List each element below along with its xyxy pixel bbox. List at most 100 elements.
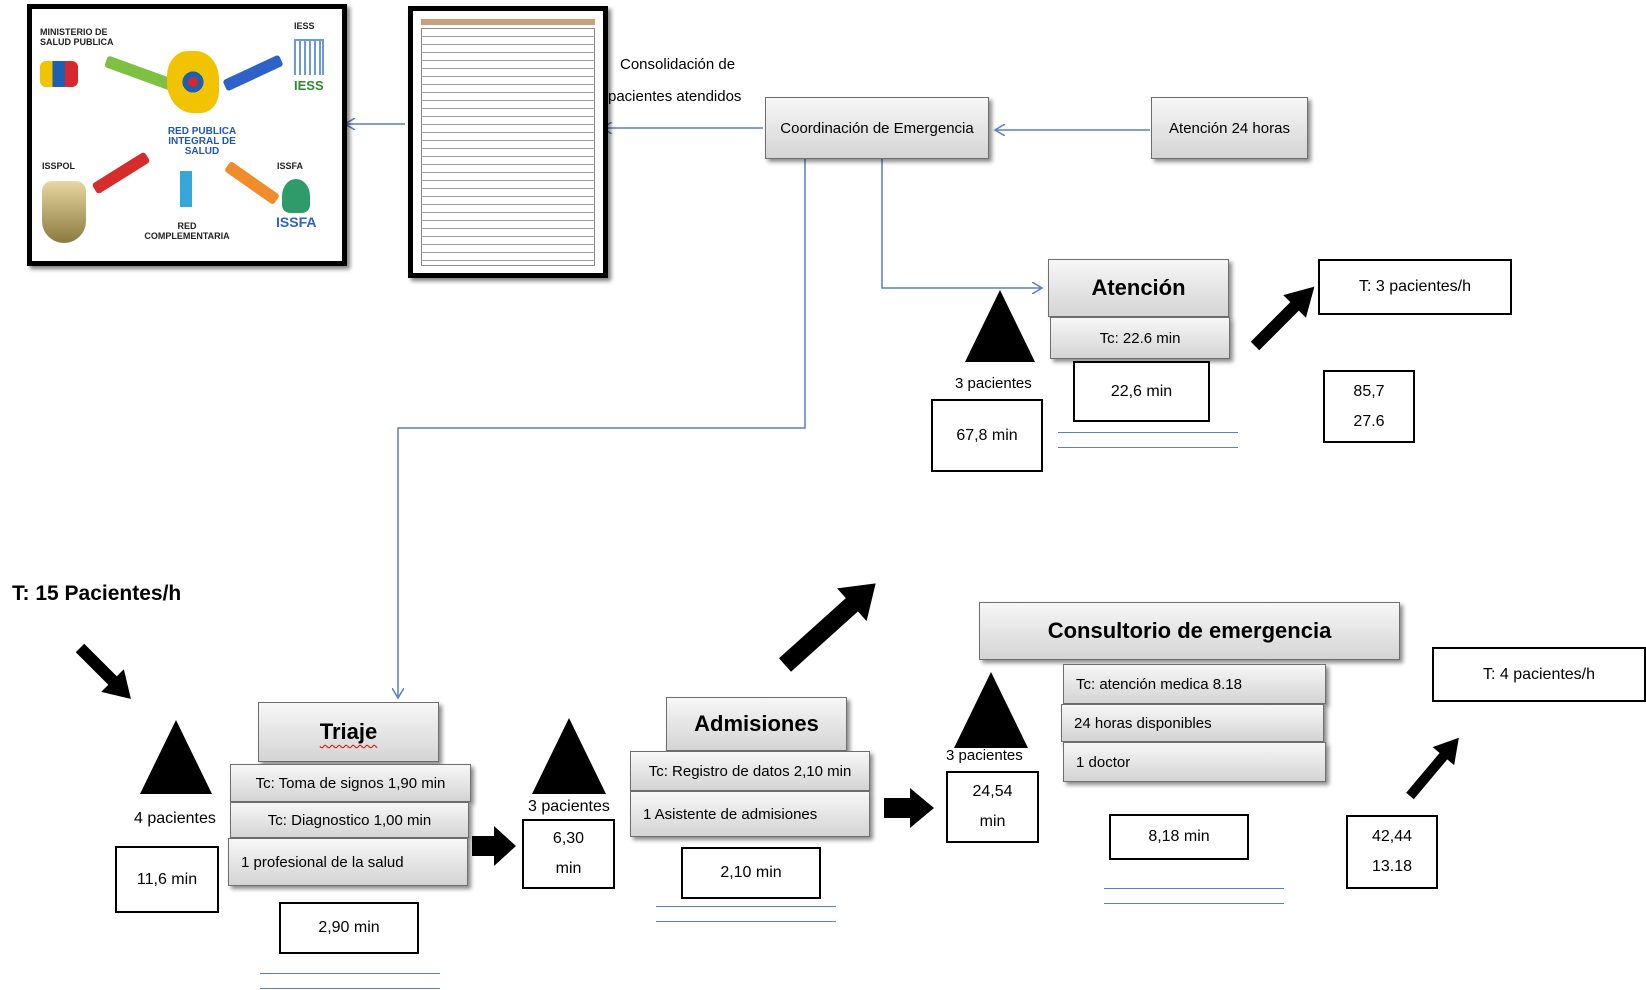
push-arrow-consultorio-out — [1406, 737, 1459, 800]
triaje-row-2: Tc: Diagnostico 1,00 min — [230, 802, 469, 838]
arrow-orange-icon — [223, 160, 281, 206]
admisiones-row-1: Tc: Registro de datos 2,10 min — [630, 751, 870, 791]
atencion-throughput-box: T: 3 pacientes/h — [1318, 259, 1512, 315]
flow-arrow-coordinacion-to-triaje — [398, 158, 806, 698]
admisiones-row-1-label: Tc: Registro de datos 2,10 min — [648, 762, 852, 780]
input-throughput-label: T: 15 Pacientes/h — [12, 582, 182, 605]
queue2-time-line1: 6,30 — [552, 830, 585, 847]
admisiones-time-box: 2,10 min — [681, 847, 821, 899]
triaje-queue-triangle — [140, 720, 212, 794]
queue2-time-line2: min — [555, 860, 582, 877]
emergency-form-image — [408, 6, 608, 278]
atencion-stats-box: 85,7 27.6 — [1323, 370, 1415, 443]
atencion-queue-triangle — [965, 290, 1035, 362]
atencion-stat-2: 27.6 — [1353, 412, 1385, 430]
consultorio-row-1-label: Tc: atención medica 8.18 — [1076, 675, 1242, 693]
consultorio-row-2: 24 horas disponibles — [1061, 704, 1324, 742]
admisiones-timeline — [656, 906, 836, 922]
issfa-label: ISSFA — [277, 161, 304, 171]
health-network-image: MINISTERIO DE SALUD PUBLICA IESS IESS RE… — [27, 4, 347, 266]
atencion-24-horas-box: Atención 24 horas — [1151, 97, 1308, 159]
atencion-title: Atención — [1091, 275, 1186, 300]
consultorio-title: Consultorio de emergencia — [1047, 618, 1332, 643]
consultorio-timeline — [1104, 888, 1284, 904]
triaje-queue-label: 4 pacientes — [134, 810, 216, 827]
push-arrow-admisiones-to-queue — [884, 788, 934, 828]
issfa-people-icon — [282, 179, 310, 213]
flow-arrow-coordinacion-to-atencion — [881, 158, 1042, 288]
admisiones-time: 2,10 min — [720, 864, 782, 881]
triaje-timeline — [260, 973, 440, 989]
queue3-label: 3 pacientes — [946, 747, 1023, 764]
atencion-timeline — [1058, 432, 1238, 448]
consultorio-throughput-box: T: 4 pacientes/h — [1432, 647, 1646, 702]
consultorio-row-1: Tc: atención medica 8.18 — [1063, 664, 1326, 704]
iess-logo-label: IESS — [294, 78, 324, 93]
queue3-time-box: 24,54 min — [946, 771, 1039, 843]
consultorio-process-title: Consultorio de emergencia — [979, 602, 1400, 660]
consultorio-stat-1: 42,44 — [1371, 828, 1413, 845]
admisiones-row-2-label: 1 Asistente de admisiones — [643, 805, 818, 823]
atencion-queue-time-box: 67,8 min — [931, 399, 1043, 472]
queue3-triangle — [954, 672, 1028, 748]
iess-top-label: IESS — [294, 21, 315, 31]
red-complementaria-label: RED COMPLEMENTARIA — [144, 221, 230, 241]
atencion-process-title: Atención — [1048, 259, 1229, 317]
triaje-title: Triaje — [319, 719, 378, 744]
consolidacion-label-line2: pacientes atendidos — [608, 88, 742, 105]
atencion-queue-label: 3 pacientes — [955, 375, 1032, 392]
consultorio-time: 8,18 min — [1148, 828, 1210, 845]
queue2-time-box: 6,30 min — [522, 819, 615, 889]
consultorio-stat-2: 13.18 — [1371, 858, 1413, 875]
form-body-lines — [421, 28, 595, 266]
triaje-row-2-label: Tc: Diagnostico 1,00 min — [267, 811, 432, 829]
push-arrow-triaje-to-queue — [472, 826, 516, 866]
triaje-row-1: Tc: Toma de signos 1,90 min — [230, 764, 471, 802]
atencion-time-box: 22,6 min — [1073, 361, 1210, 422]
admisiones-row-2: 1 Asistente de admisiones — [630, 791, 870, 837]
queue3-time-line2: min — [979, 813, 1006, 830]
triaje-row-3-label: 1 profesional de la salud — [241, 853, 404, 871]
coordinacion-label: Coordinación de Emergencia — [780, 119, 974, 137]
issfa-logo-label: ISSFA — [276, 214, 317, 230]
msp-logo — [40, 61, 78, 87]
coordinacion-emergencia-box: Coordinación de Emergencia — [765, 97, 989, 159]
msp-label: MINISTERIO DE SALUD PUBLICA — [40, 27, 114, 47]
queue2-triangle — [532, 718, 606, 794]
queue2-label: 3 pacientes — [528, 798, 610, 815]
arrow-cyan-down-icon — [180, 171, 192, 207]
queue3-time-line1: 24,54 — [972, 783, 1013, 800]
consolidacion-label-line1: Consolidación de — [620, 56, 736, 73]
push-arrow-admisiones-out — [778, 583, 876, 672]
consultorio-row-3-label: 1 doctor — [1076, 753, 1131, 771]
atencion-tc-row: Tc: 22.6 min — [1050, 317, 1230, 359]
push-arrow-input — [75, 643, 131, 699]
atencion-time: 22,6 min — [1110, 382, 1173, 400]
admisiones-title: Admisiones — [694, 711, 819, 736]
atencion-queue-time: 67,8 min — [956, 426, 1018, 444]
triaje-row-3: 1 profesional de la salud — [228, 838, 468, 886]
triaje-time: 2,90 min — [318, 919, 380, 936]
iess-building-icon — [294, 39, 324, 75]
isspol-shield-icon — [42, 181, 86, 243]
arrow-red-icon — [91, 151, 151, 195]
atencion-stat-1: 85,7 — [1353, 382, 1385, 400]
atencion-throughput: T: 3 pacientes/h — [1358, 278, 1472, 295]
atencion-tc-label: Tc: 22.6 min — [1099, 329, 1181, 347]
triaje-process-title: Triaje — [258, 702, 439, 762]
consultorio-row-2-label: 24 horas disponibles — [1074, 714, 1212, 732]
triaje-time-box: 2,90 min — [279, 902, 419, 954]
push-arrow-atencion-out — [1250, 286, 1315, 351]
arrow-blue-icon — [222, 54, 284, 92]
triaje-queue-time: 11,6 min — [136, 870, 198, 888]
admisiones-process-title: Admisiones — [666, 697, 847, 751]
triaje-row-1-label: Tc: Toma de signos 1,90 min — [255, 774, 446, 792]
red-publica-label: RED PUBLICA INTEGRAL DE SALUD — [167, 126, 237, 157]
isspol-label: ISSPOL — [42, 161, 76, 171]
consultorio-throughput: T: 4 pacientes/h — [1482, 665, 1596, 683]
atencion24-label: Atención 24 horas — [1169, 119, 1290, 137]
consultorio-time-box: 8,18 min — [1109, 814, 1249, 860]
form-header-bar — [421, 19, 595, 25]
consultorio-stats-box: 42,44 13.18 — [1346, 815, 1438, 889]
